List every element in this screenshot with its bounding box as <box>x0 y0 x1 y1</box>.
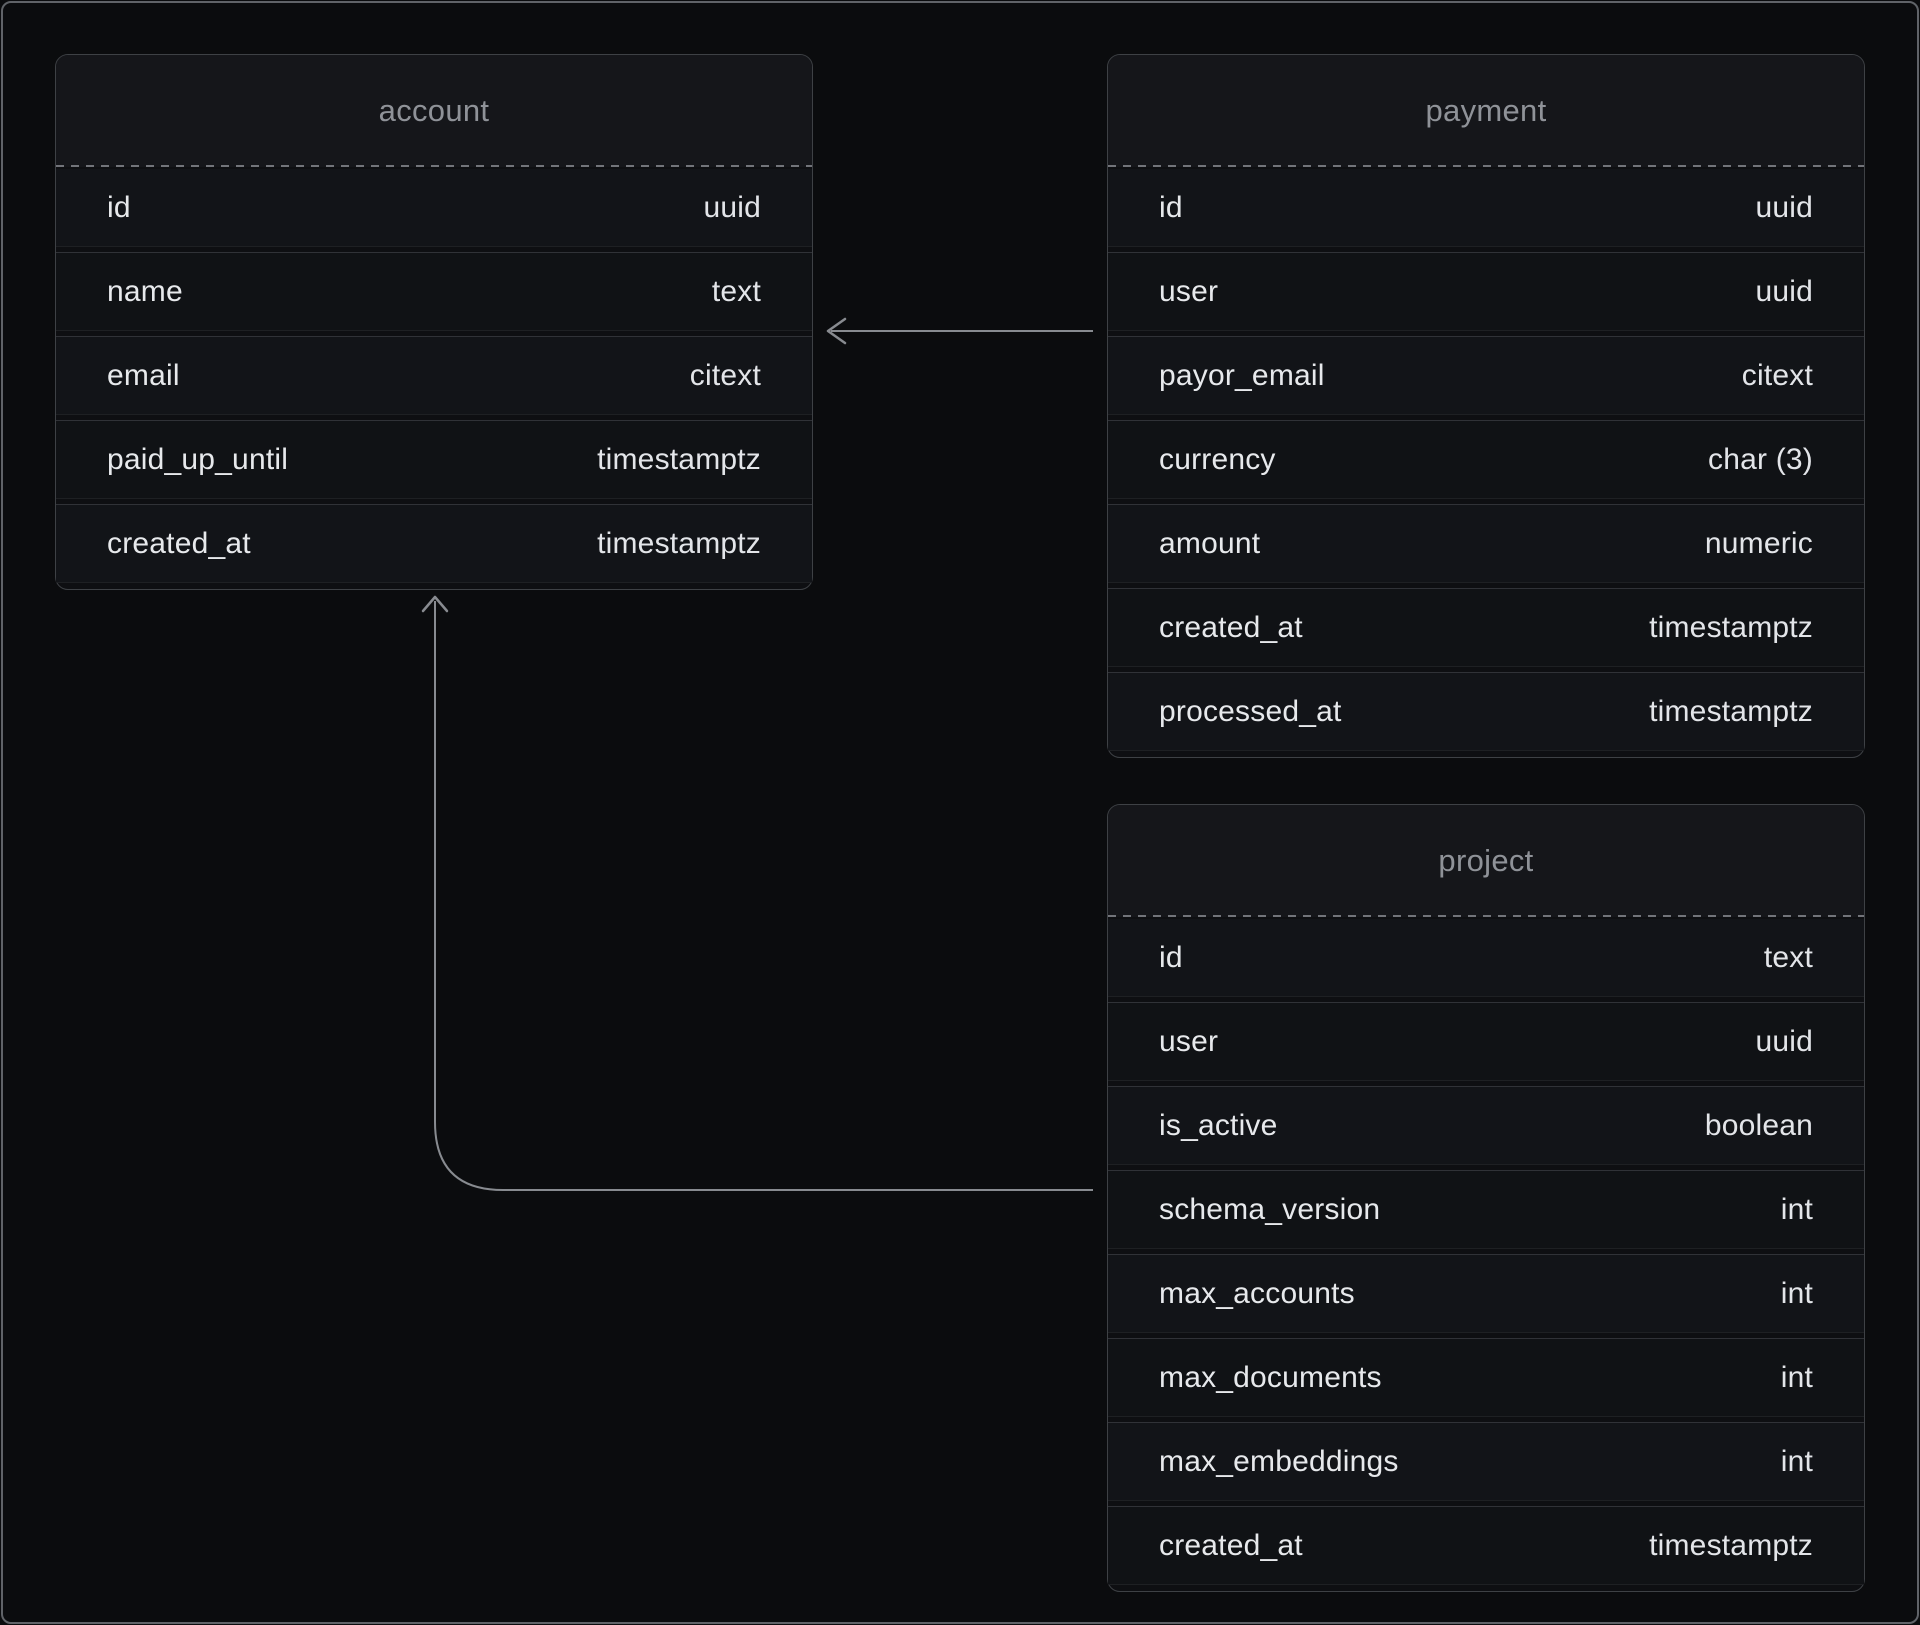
column-type: int <box>1780 1192 1813 1226</box>
relationship-payment-to-account <box>826 317 1093 345</box>
column-type: text <box>1763 940 1813 974</box>
column-name: payor_email <box>1159 358 1325 392</box>
column-type: timestamptz <box>1649 1528 1813 1562</box>
column-name: id <box>1159 190 1183 224</box>
table-node-payment[interactable]: payment id uuid user uuid payor_email citext c… <box>1107 54 1865 758</box>
table-node-project[interactable]: project id text user uuid is_active boolean sc… <box>1107 804 1865 1592</box>
column-name: max_accounts <box>1159 1276 1355 1310</box>
column-type: timestamptz <box>1649 694 1813 728</box>
table-row: created_at timestamptz <box>56 504 812 583</box>
column-type: uuid <box>1755 274 1813 308</box>
column-type: citext <box>1741 358 1813 392</box>
table-row: payor_email citext <box>1108 336 1864 415</box>
column-name: schema_version <box>1159 1192 1381 1226</box>
column-name: created_at <box>107 526 251 560</box>
table-title[interactable]: project <box>1108 805 1864 917</box>
table-row: name text <box>56 252 812 331</box>
table-row: id text <box>1108 919 1864 997</box>
column-type: timestamptz <box>597 526 761 560</box>
table-row: schema_version int <box>1108 1170 1864 1249</box>
table-title[interactable]: payment <box>1108 55 1864 167</box>
column-type: uuid <box>1755 190 1813 224</box>
column-type: numeric <box>1704 526 1813 560</box>
column-type: char (3) <box>1708 442 1813 476</box>
column-name: amount <box>1159 526 1261 560</box>
arrowhead-left-icon <box>826 317 847 345</box>
column-type: int <box>1780 1360 1813 1394</box>
column-name: processed_at <box>1159 694 1342 728</box>
table-row: max_accounts int <box>1108 1254 1864 1333</box>
table-title[interactable]: account <box>56 55 812 167</box>
table-body: id text user uuid is_active boolean schema_ver… <box>1108 919 1864 1585</box>
column-name: created_at <box>1159 610 1303 644</box>
table-row: amount numeric <box>1108 504 1864 583</box>
table-node-account[interactable]: account id uuid name text email citext paid_up… <box>55 54 813 590</box>
table-row: currency char (3) <box>1108 420 1864 499</box>
table-row: email citext <box>56 336 812 415</box>
table-row: id uuid <box>1108 169 1864 247</box>
table-row: user uuid <box>1108 252 1864 331</box>
column-type: int <box>1780 1276 1813 1310</box>
column-name: max_documents <box>1159 1360 1382 1394</box>
table-row: max_documents int <box>1108 1338 1864 1417</box>
column-name: max_embeddings <box>1159 1444 1399 1478</box>
table-row: is_active boolean <box>1108 1086 1864 1165</box>
column-type: text <box>711 274 761 308</box>
column-name: user <box>1159 1024 1219 1058</box>
table-row: created_at timestamptz <box>1108 1506 1864 1585</box>
column-type: int <box>1780 1444 1813 1478</box>
arrowhead-up-icon <box>421 595 449 613</box>
column-type: timestamptz <box>597 442 761 476</box>
relationship-project-to-account <box>421 595 1093 1191</box>
table-row: user uuid <box>1108 1002 1864 1081</box>
column-type: citext <box>689 358 761 392</box>
arrow-shaft <box>434 601 1093 1191</box>
column-name: id <box>1159 940 1183 974</box>
column-name: name <box>107 274 183 308</box>
column-type: uuid <box>703 190 761 224</box>
column-type: uuid <box>1755 1024 1813 1058</box>
column-name: email <box>107 358 180 392</box>
column-name: user <box>1159 274 1219 308</box>
column-name: created_at <box>1159 1528 1303 1562</box>
table-row: created_at timestamptz <box>1108 588 1864 667</box>
column-name: paid_up_until <box>107 442 289 476</box>
table-row: max_embeddings int <box>1108 1422 1864 1501</box>
table-row: paid_up_until timestamptz <box>56 420 812 499</box>
column-type: timestamptz <box>1649 610 1813 644</box>
table-row: processed_at timestamptz <box>1108 672 1864 751</box>
column-name: is_active <box>1159 1108 1278 1142</box>
table-row: id uuid <box>56 169 812 247</box>
column-name: id <box>107 190 131 224</box>
column-name: currency <box>1159 442 1276 476</box>
column-type: boolean <box>1704 1108 1813 1142</box>
